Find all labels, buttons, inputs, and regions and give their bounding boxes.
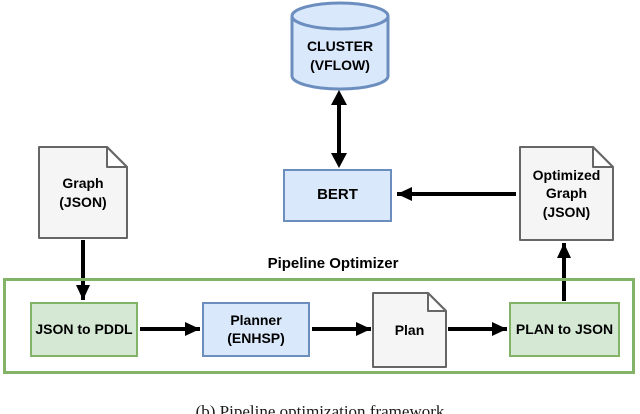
- plan-document-shape: [372, 292, 447, 368]
- arrow-cluster-bert-bidirectional: [331, 90, 347, 168]
- pipeline-optimizer-container: [3, 278, 635, 374]
- optimized-graph-document-shape: [519, 146, 614, 241]
- json-to-pddl-node: JSON to PDDL: [30, 302, 138, 357]
- bert-node: BERT: [283, 169, 392, 222]
- figure-caption: (b) Pipeline optimization framework: [195, 402, 445, 414]
- pipeline-optimizer-title: Pipeline Optimizer: [267, 255, 399, 272]
- graph-json-document-shape: [38, 146, 128, 239]
- cluster-cylinder-shape: [290, 1, 390, 91]
- plan-to-json-node: PLAN to JSON: [509, 302, 620, 357]
- planner-enhsp-node: Planner (ENHSP): [202, 302, 310, 357]
